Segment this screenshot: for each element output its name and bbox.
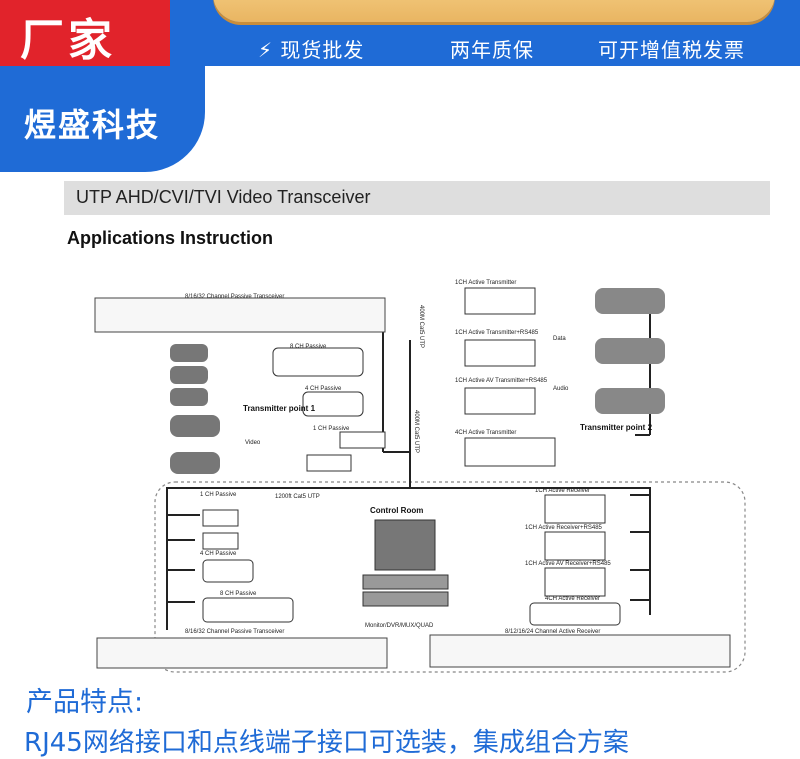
section-title: UTP AHD/CVI/TVI Video Transceiver <box>76 187 371 207</box>
data-label: Data <box>553 336 566 342</box>
right-receivers: 1CH Active Receiver 1CH Active Receiver+… <box>429 488 731 668</box>
ch1-active-tx-rs485-label: 1CH Active Transmitter+RS485 <box>455 330 539 336</box>
right-transmitters: 1CH Active Transmitter 1CH Active Transm… <box>455 280 556 467</box>
ch1-passive-bottom-label: 1 CH Passive <box>200 492 237 498</box>
ch4-active-tx-label: 4CH Active Transmitter <box>455 430 516 436</box>
features-line: RJ45网络接口和点线端子接口可选装，集成组合方案 <box>24 728 629 758</box>
section-header: UTP AHD/CVI/TVI Video Transceiver <box>64 181 770 215</box>
applications-heading: Applications Instruction <box>67 228 274 248</box>
control-room-label: Control Room <box>370 506 423 515</box>
ch4-active-rx-label: 4CH Active Receiver <box>545 596 600 602</box>
company-badge: 煜盛科技 <box>0 66 205 172</box>
ch4-passive-bottom-label: 4 CH Passive <box>200 551 237 557</box>
gold-banner-tab <box>213 0 775 22</box>
camera-group-left <box>170 344 220 474</box>
cable-control-label: 1200ft Cat5 UTP <box>275 494 320 500</box>
bottom-right-panel-label: 8/12/16/24 Channel Active Receiver <box>505 629 600 635</box>
video-label: Video <box>245 440 261 446</box>
ch1-active-av-rx-label: 1CH Active AV Receiver+RS485 <box>525 561 611 567</box>
cable-top-label: 400M Cat5 UTP <box>418 305 424 348</box>
tx-point-1-label: Transmitter point 1 <box>243 404 316 413</box>
feature-warranty: 两年质保 <box>450 38 534 62</box>
monitor-label: Monitor/DVR/MUX/QUAD <box>365 623 434 629</box>
ch4-passive-label: 4 CH Passive <box>305 386 342 392</box>
top-left-panel-label: 8/16/32 Channel Passive Transceiver <box>185 294 284 300</box>
tx-point-2-label: Transmitter point 2 <box>580 423 653 432</box>
ch1-active-rx-rs485-label: 1CH Active Receiver+RS485 <box>525 525 603 531</box>
ch1-active-tx-label: 1CH Active Transmitter <box>455 280 516 286</box>
company-name: 煜盛科技 <box>24 106 161 144</box>
application-diagram: 8/16/32 Channel Passive Transceiver 8 CH… <box>94 280 746 673</box>
ch8-passive-bottom-label: 8 CH Passive <box>220 591 257 597</box>
bottom-left-panel-label: 8/16/32 Channel Passive Transceiver <box>185 629 284 635</box>
ch1-active-rx-label: 1CH Active Receiver <box>535 488 590 494</box>
feature-invoice: 可开增值税发票 <box>598 38 745 62</box>
ch1-passive-label: 1 CH Passive <box>313 426 350 432</box>
cable-mid-label: 400M Cat5 UTP <box>413 410 419 453</box>
brand-label: 厂家 <box>20 15 116 66</box>
camera-group-right <box>595 288 665 414</box>
ch1-active-av-tx-label: 1CH Active AV Transmitter+RS485 <box>455 378 548 384</box>
brand-badge: 厂家 <box>0 0 170 66</box>
features-title: 产品特点: <box>26 687 144 718</box>
audio-label: Audio <box>553 386 569 392</box>
feature-spot-wholesale: ⚡ 现货批发 <box>258 38 365 62</box>
top-left-panel: 8/16/32 Channel Passive Transceiver <box>94 294 386 333</box>
ch8-passive-label: 8 CH Passive <box>290 344 327 350</box>
